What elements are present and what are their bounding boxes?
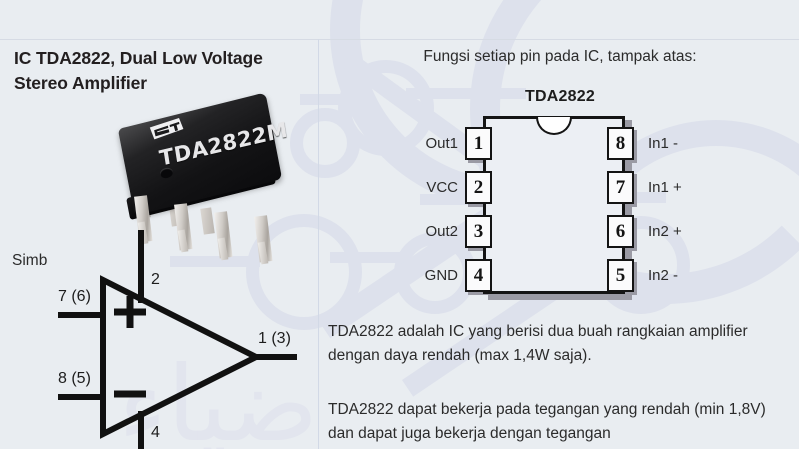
pin-name-7: In1 + xyxy=(648,179,682,196)
chip-notch-icon xyxy=(536,117,572,135)
opamp-label-supply-bottom: 4 xyxy=(151,424,160,441)
column-divider xyxy=(318,39,319,449)
symbol-section-label: Simb xyxy=(12,252,48,269)
opamp-symbol-diagram xyxy=(58,230,297,449)
pin-pad-5[interactable]: 5 xyxy=(607,259,634,292)
pin-pad-8[interactable]: 8 xyxy=(607,127,634,160)
pin-name-8: In1 - xyxy=(648,135,679,152)
pin-name-5: In2 - xyxy=(648,267,679,284)
opamp-label-supply-top: 2 xyxy=(151,271,160,288)
description-paragraph-1: TDA2822 adalah IC yang berisi dua buah r… xyxy=(328,323,748,364)
ic-package-photo: TDA2822M xyxy=(112,92,320,263)
description-paragraph-2: TDA2822 dapat bekerja pada tegangan yang… xyxy=(328,401,766,442)
pinout-diagram: 1 2 3 4 8 7 6 5 Out1 VCC Out2 GND In1 - … xyxy=(420,112,720,300)
page-title: IC TDA2822, Dual Low Voltage Stereo Ampl… xyxy=(14,48,263,93)
pin-name-4: GND xyxy=(424,267,458,284)
pin-pad-1[interactable]: 1 xyxy=(465,127,492,160)
pin-pad-6[interactable]: 6 xyxy=(607,215,634,248)
pin-name-3: Out2 xyxy=(425,223,458,240)
st-logo-icon xyxy=(147,116,187,144)
pin-name-2: VCC xyxy=(426,179,458,196)
opamp-label-inverting: 8 (5) xyxy=(58,370,91,387)
pin-pad-2[interactable]: 2 xyxy=(465,171,492,204)
opamp-label-output: 1 (3) xyxy=(258,330,291,347)
chip-outline xyxy=(483,116,625,294)
opamp-label-noninverting: 7 (6) xyxy=(58,288,91,305)
pin-pad-7[interactable]: 7 xyxy=(607,171,634,204)
pinout-caption: Fungsi setiap pin pada IC, tampak atas: xyxy=(423,48,697,65)
pin-name-1: Out1 xyxy=(425,135,458,152)
pin-pad-4[interactable]: 4 xyxy=(465,259,492,292)
pin-pad-3[interactable]: 3 xyxy=(465,215,492,248)
chip-name-label: TDA2822 xyxy=(525,88,595,105)
header-divider xyxy=(0,39,799,40)
pin-name-6: In2 + xyxy=(648,223,682,240)
